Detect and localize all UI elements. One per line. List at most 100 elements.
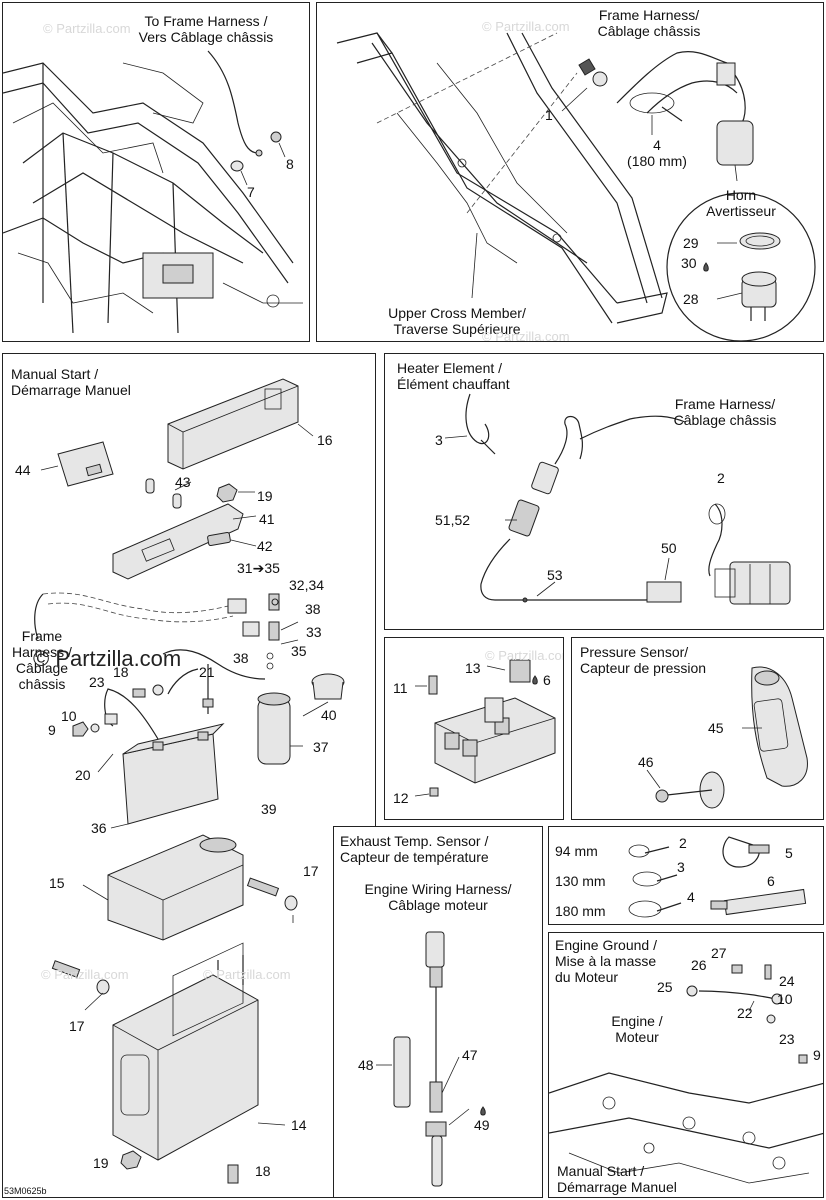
part-label-44: 44 — [15, 462, 31, 478]
ties-drawing — [628, 836, 807, 918]
part-label-19: 19 — [93, 1155, 109, 1171]
part-label-18: 18 — [255, 1163, 271, 1179]
part-label-47: 47 — [462, 1047, 478, 1063]
title-line-1: Heater Element / — [397, 360, 503, 376]
part-label-13: 13 — [465, 660, 481, 676]
panel-fuse-box: 13 6 11 12 © Partzilla.com — [384, 637, 564, 820]
part-label-51-52: 51,52 — [435, 512, 471, 528]
part-label-7: 7 — [247, 184, 255, 200]
part-label-9: 9 — [48, 722, 56, 738]
part-label-43: 43 — [175, 474, 191, 490]
part-label-45: 45 — [708, 720, 724, 736]
part-label-6: 6 — [543, 672, 551, 688]
part-label-46: 46 — [638, 754, 654, 770]
panel-engine-ground: Engine Ground / Mise à la masse du Moteu… — [548, 932, 824, 1198]
part-label-35: 35 — [264, 560, 280, 576]
part-label-2: 2 — [717, 470, 725, 486]
part-label-42: 42 — [257, 538, 273, 554]
label-line-2: Harness / — [12, 644, 72, 660]
title-line-1: Manual Start / — [11, 366, 99, 382]
tie-size-180mm: 180 mm — [555, 903, 606, 919]
part-label-40: 40 — [321, 707, 337, 723]
label-engine: Engine / Moteur — [597, 1013, 677, 1045]
part-label-38: 38 — [305, 601, 321, 617]
part-label-25: 25 — [657, 979, 673, 995]
frame-drawing — [3, 50, 303, 334]
tie-size-94mm: 94 mm — [555, 843, 598, 859]
part-label-3: 3 — [677, 859, 685, 875]
manual-start-drawing — [34, 378, 345, 829]
part-label-32-34: 32,34 — [289, 577, 325, 593]
part-label-48: 48 — [358, 1057, 374, 1073]
label-manual-start-bottom: Manual Start / Démarrage Manuel — [557, 1163, 677, 1195]
label-upper-cross-member: Upper Cross Member/ Traverse Supérieure — [357, 305, 557, 337]
part-label-37: 37 — [313, 739, 329, 755]
part-label-2: 2 — [679, 835, 687, 851]
ties-row-130: 130 mm — [555, 873, 606, 889]
watermark: © Partzilla.com — [482, 329, 570, 342]
part-label-18: 18 — [113, 664, 129, 680]
part-label-24: 24 — [779, 973, 795, 989]
engine-ground-drawing — [549, 964, 823, 1184]
title-manual-start: Manual Start / Démarrage Manuel — [11, 366, 131, 398]
part-label-21: 21 — [199, 664, 215, 680]
label-horn-line-2: Avertisseur — [706, 203, 776, 219]
title-pressure-sensor: Pressure Sensor/ Capteur de pression — [580, 644, 706, 676]
title-line-3: du Moteur — [555, 969, 619, 985]
title-exhaust-temp: Exhaust Temp. Sensor / Capteur de tempér… — [340, 833, 489, 865]
part-label-8: 8 — [286, 156, 294, 172]
part-label-31: 31 — [237, 560, 253, 576]
part-label-4-number: 4 — [653, 137, 661, 153]
panel-ties: 94 mm 2 130 mm 3 180 mm 4 5 6 — [548, 826, 824, 925]
label-frame-harness-line-1: Frame Harness/ — [598, 7, 700, 23]
exhaust-sensor-drawing — [376, 931, 486, 1187]
label-frame-harness-left: Frame Harness / Câblage châssis — [3, 628, 81, 692]
part-label-27: 27 — [711, 945, 727, 961]
part-label-16: 16 — [317, 432, 333, 448]
panel-heater-element: Heater Element / Élément chauffant Frame… — [384, 353, 824, 630]
part-label-41: 41 — [259, 511, 275, 527]
label-line-2: Câblage moteur — [388, 897, 488, 913]
watermark: © Partzilla.com — [485, 648, 564, 663]
label-frame-harness-heater: Frame Harness/ Câblage châssis — [655, 396, 795, 428]
part-label-10: 10 — [777, 991, 793, 1007]
title-engine-ground: Engine Ground / Mise à la masse du Moteu… — [555, 937, 657, 985]
ties-row-94: 94 mm — [555, 843, 598, 859]
part-label-38: 38 — [233, 650, 249, 666]
part-label-17: 17 — [69, 1018, 85, 1034]
label-horn: Horn Avertisseur — [681, 187, 801, 219]
arrow-right-icon: ➔ — [252, 560, 265, 576]
title-line-2: Élément chauffant — [397, 376, 510, 392]
watermark: © Partzilla.com — [43, 21, 131, 36]
part-label-20: 20 — [75, 767, 91, 783]
part-label-23: 23 — [779, 1031, 795, 1047]
fuse-box-drawing — [414, 659, 556, 797]
label-line-1: Engine / — [611, 1013, 663, 1029]
label-line-3: Câblage — [15, 660, 69, 676]
part-label-6: 6 — [767, 873, 775, 889]
part-label-4-length: (180 mm) — [627, 153, 687, 169]
part-label-28: 28 — [683, 291, 699, 307]
part-label-39: 39 — [261, 801, 277, 817]
title-line-1: Pressure Sensor/ — [580, 644, 689, 660]
title-line-1: To Frame Harness / — [144, 13, 268, 29]
panel-battery-box: 15 17 17 14 19 18 © Partzilla.com © Part… — [3, 825, 328, 1197]
part-label-10: 10 — [61, 708, 77, 724]
part-label-53: 53 — [547, 567, 563, 583]
watermark: © Partzilla.com — [203, 967, 291, 982]
part-label-11: 11 — [393, 680, 408, 696]
part-label-29: 29 — [683, 235, 699, 251]
title-heater-element: Heater Element / Élément chauffant — [397, 360, 510, 392]
label-engine-wiring-harness: Engine Wiring Harness/ Câblage moteur — [338, 881, 538, 913]
title-line-2: Capteur de température — [340, 849, 489, 865]
watermark-large: © Partzilla.com — [33, 646, 182, 671]
title-line-2: Démarrage Manuel — [11, 382, 131, 398]
title-line-1: Engine Ground / — [555, 937, 657, 953]
label-line-1: Frame Harness/ — [674, 396, 776, 412]
label-line-4: châssis — [18, 676, 66, 692]
label-line-2: Démarrage Manuel — [557, 1179, 677, 1195]
label-line-1: Frame — [21, 628, 63, 644]
watermark: © Partzilla.com — [41, 967, 129, 982]
title-line-2: Mise à la masse — [555, 953, 657, 969]
part-label-50: 50 — [661, 540, 677, 556]
